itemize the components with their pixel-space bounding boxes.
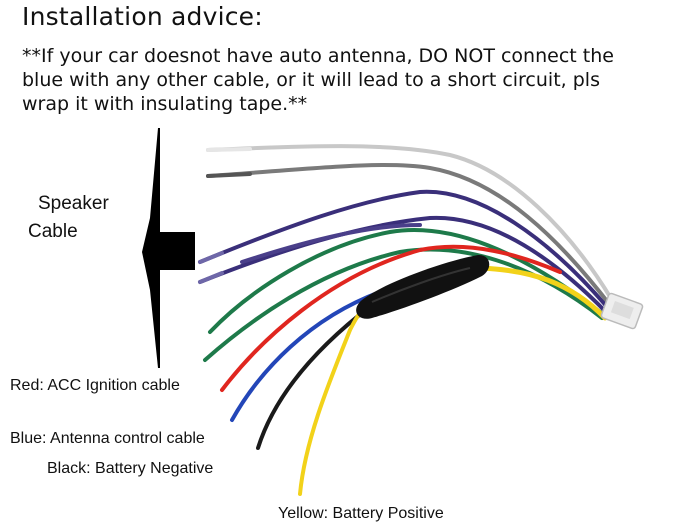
yellow-wire-main (477, 265, 608, 321)
note-line-1: **If your car doesnot have auto antenna,… (22, 45, 614, 67)
purple-wire-2 (198, 215, 608, 314)
speaker-label-line-2: Cable (28, 221, 78, 242)
purple-wire-1 (198, 189, 610, 310)
purple-wire-tip-2 (198, 271, 224, 284)
page-title: Installation advice: (22, 2, 263, 31)
red-wire-label: Red: ACC Ignition cable (10, 377, 180, 394)
speaker-cable-label: Speaker Cable (28, 190, 109, 246)
grey-wire-tip (206, 172, 252, 178)
grey-wire (206, 163, 612, 307)
white-wire-tip (206, 147, 252, 152)
purple-wire-tip-1 (198, 251, 224, 264)
white-wire (206, 144, 614, 302)
black-wire (256, 303, 374, 450)
yellow-wire-label: Yellow: Battery Positive (278, 505, 444, 522)
yellow-wire (298, 294, 382, 496)
black-wire-label: Black: Battery Negative (47, 460, 214, 477)
red-wire (220, 244, 562, 392)
note-line-2: blue with any other cable, or it will le… (22, 69, 600, 91)
blue-wire-label: Blue: Antenna control cable (10, 430, 205, 447)
blue-wire (230, 290, 382, 422)
note-line-3: wrap it with insulating tape.** (22, 93, 308, 115)
connector-plug (600, 292, 644, 330)
installation-note: **If your car doesnot have auto antenna,… (22, 44, 697, 116)
green-wire-1 (208, 228, 606, 334)
speaker-arrow-icon (142, 128, 195, 368)
speaker-label-line-1: Speaker (38, 193, 109, 214)
purple-wire-3 (240, 223, 422, 264)
fuse-holder (356, 254, 490, 319)
